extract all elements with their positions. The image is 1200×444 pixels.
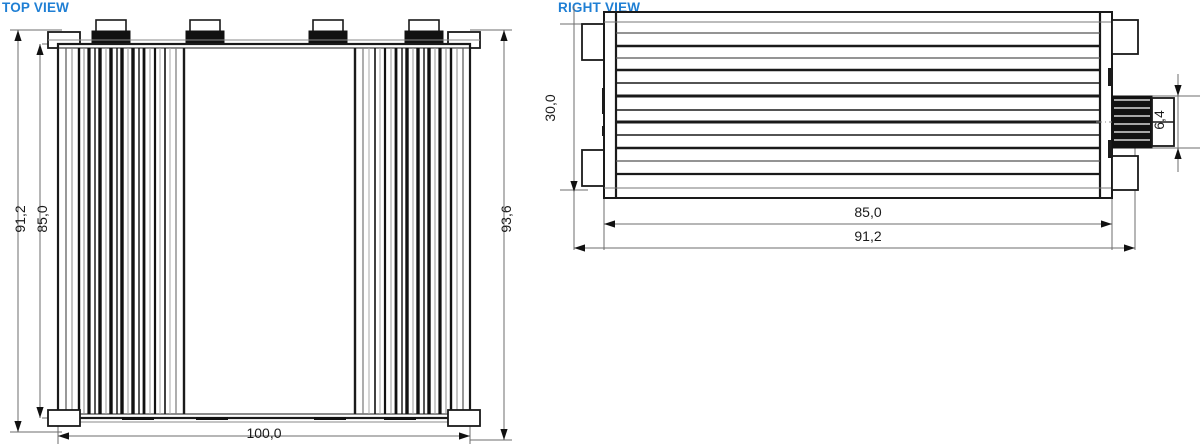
dim-line-93-6 (500, 30, 508, 440)
dim-label-6-4: 6,4 (1151, 110, 1167, 130)
top-view-fins-left (65, 48, 177, 414)
top-view-bottom-detail (122, 417, 416, 420)
top-view-body-outline (48, 39, 480, 423)
dim-label-85-0-top: 85,0 (34, 205, 50, 233)
right-view-drawing (560, 6, 1200, 252)
dim-label-91-2-right: 91,2 (854, 228, 882, 244)
top-view-title: TOP VIEW (2, 0, 70, 15)
top-view-fins-right (362, 48, 464, 414)
dim-line-91-2-right (574, 244, 1135, 252)
top-view-mount-tabs-lower (47, 409, 481, 427)
top-view-extension-lines (10, 29, 512, 444)
right-view-body-outline (603, 11, 1113, 199)
dim-label-100-0: 100,0 (246, 425, 282, 441)
right-view-fin-lines (604, 21, 1112, 189)
dim-line-100-0 (58, 432, 470, 440)
dim-line-30-0 (570, 6, 578, 192)
dim-line-85-0-top (36, 44, 44, 418)
right-view-end-tabs (1108, 19, 1139, 191)
right-view-threaded-connector (1111, 95, 1175, 149)
dim-label-91-2-top: 91,2 (12, 205, 28, 233)
top-view-center-plate (182, 48, 357, 414)
dim-line-6-4 (1174, 74, 1182, 172)
dim-label-30-0: 30,0 (542, 94, 558, 122)
dim-label-93-6: 93,6 (498, 205, 514, 233)
dim-line-85-0-right (604, 220, 1112, 228)
dim-label-85-0-right: 85,0 (854, 204, 882, 220)
top-view-drawing (10, 19, 512, 444)
dim-line-91-2 (14, 30, 22, 432)
